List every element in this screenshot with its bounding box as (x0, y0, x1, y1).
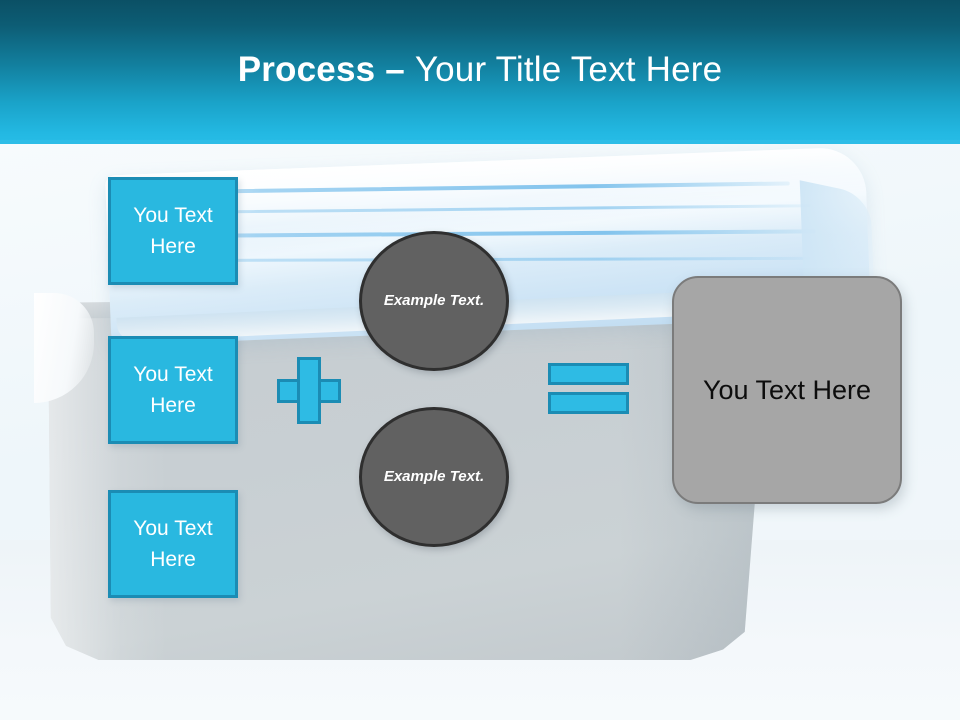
input-box-2[interactable]: You Text Here (108, 336, 238, 444)
slide-header (0, 0, 960, 143)
input-box-1-label: You Text Here (133, 204, 213, 258)
slide-title-strong: Process – (237, 50, 415, 89)
input-box-1[interactable]: You Text Here (108, 177, 238, 285)
equals-top-bar (548, 363, 629, 385)
example-circle-1-label: Example Text. (383, 292, 485, 309)
equals-operator-icon (548, 363, 629, 414)
input-box-2-label: You Text Here (133, 363, 213, 417)
slide-title-light: Your Title Text Here (414, 50, 723, 89)
result-box-label: You Text Here (702, 375, 872, 405)
header-accent-rule (0, 140, 960, 144)
input-box-3-label: You Text Here (133, 517, 213, 571)
plus-operator-icon (277, 357, 341, 424)
example-circle-2[interactable]: Example Text. (359, 407, 509, 547)
example-circle-1[interactable]: Example Text. (359, 231, 509, 371)
equals-bottom-bar (548, 392, 629, 414)
slide-title: Process – Your Title Text Here (0, 49, 960, 91)
example-circle-2-label: Example Text. (383, 468, 485, 485)
input-box-3[interactable]: You Text Here (108, 490, 238, 598)
plus-center-patch (300, 382, 318, 400)
result-box[interactable]: You Text Here (672, 276, 902, 504)
